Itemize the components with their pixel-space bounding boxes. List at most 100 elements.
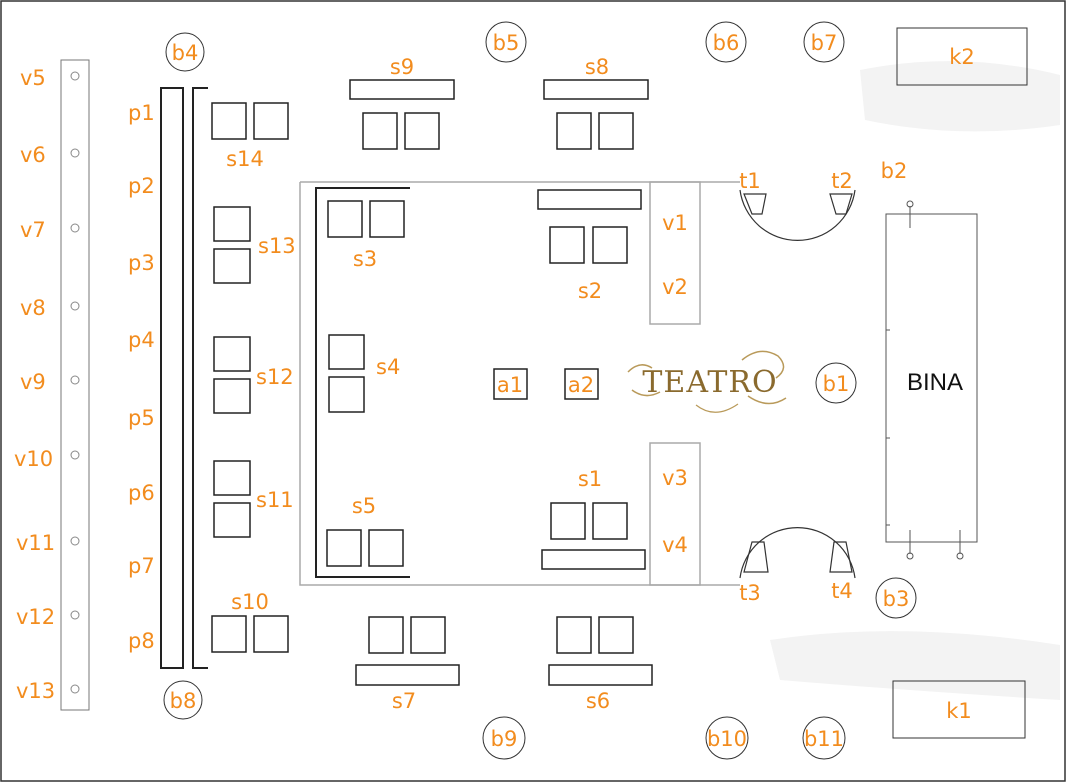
marker-b7: b7 [803,21,845,63]
label-v7: v7 [20,218,46,242]
seat-group-s1[interactable] [550,502,628,540]
step-t1 [743,193,767,215]
label-v4: v4 [662,533,688,557]
seat-group-s5[interactable] [326,529,404,567]
seat-group-s2[interactable] [549,226,628,264]
aisle-block-a1[interactable]: a1 [493,368,528,400]
background-smudge [860,61,1060,132]
label-b6: b6 [713,31,740,55]
label-b3: b3 [883,587,910,611]
label-b4: b4 [172,41,199,65]
table-s7 [355,664,460,686]
table-s2 [537,189,642,210]
label-s4: s4 [376,355,400,379]
label-s11: s11 [256,488,294,512]
seat-group-s11[interactable] [213,460,251,538]
seat-group-s4[interactable] [328,334,365,413]
column-dot [70,148,80,158]
seat-group-s6[interactable] [556,616,634,654]
label-p6: p6 [128,481,155,505]
top-semicircle: t1 t2 [739,169,856,241]
label-v13: v13 [16,679,55,703]
label-p2: p2 [128,174,155,198]
label-s1: s1 [578,467,602,491]
label-s5: s5 [352,494,376,518]
label-p8: p8 [128,629,155,653]
label-t3: t3 [739,581,761,605]
side-bracket [192,87,208,669]
label-p4: p4 [128,328,155,352]
label-s6: s6 [586,689,610,713]
label-v2: v2 [662,275,688,299]
left-column-dots [70,71,80,694]
label-b8: b8 [170,689,197,713]
left-column-strip [60,59,90,711]
label-v3: v3 [662,466,688,490]
inner-bracket [315,187,410,578]
label-t1: t1 [739,169,761,193]
marker-b1: b1 [815,362,857,404]
label-p3: p3 [128,251,155,275]
teatro-logo: TEATRO [627,350,787,413]
label-b10: b10 [707,727,747,751]
column-dot [70,375,80,385]
long-bar [160,87,184,669]
label-v11: v11 [16,531,55,555]
label-k1: k1 [946,699,972,723]
label-b9: b9 [491,727,518,751]
label-p5: p5 [128,406,155,430]
label-b5: b5 [493,31,520,55]
aisle-block-a2[interactable]: a2 [564,368,599,400]
marker-b6: b6 [705,21,747,63]
marker-b3: b3 [875,577,917,619]
stage-bina: BINA [885,200,978,560]
label-v8: v8 [20,296,46,320]
p-labels: p1 p2 p3 p4 p5 p6 p7 p8 [128,101,155,653]
seat-group-s13[interactable] [213,206,251,284]
seat-group-s3[interactable] [327,200,405,238]
seat-group-s14[interactable] [211,102,289,140]
column-dot [70,301,80,311]
label-v12: v12 [16,605,55,629]
label-a2: a2 [568,373,594,397]
marker-b11: b11 [802,716,846,760]
seat-group-s9[interactable] [362,112,440,150]
label-s3: s3 [353,247,377,271]
label-p7: p7 [128,554,155,578]
table-s9 [349,79,455,100]
label-s2: s2 [578,279,602,303]
stage-label: BINA [907,369,963,396]
label-b11: b11 [804,727,844,751]
step-t4 [829,541,853,573]
label-p1: p1 [128,101,155,125]
seat-group-s12[interactable] [213,336,251,414]
column-dot [70,223,80,233]
label-s13: s13 [258,234,296,258]
label-t2: t2 [831,169,853,193]
label-k2: k2 [949,45,975,69]
left-column-labels: v5 v6 v7 v8 v9 v10 v11 v12 v13 [14,66,55,703]
label-b7: b7 [811,31,838,55]
marker-b4: b4 [165,32,205,72]
label-v10: v10 [14,447,53,471]
label-s8: s8 [585,55,609,79]
label-v9: v9 [20,370,46,394]
label-b2: b2 [881,159,908,183]
column-dot [70,610,80,620]
entrance-k2: k2 [896,27,1028,86]
background-smudge [770,631,1060,700]
label-v6: v6 [20,143,46,167]
seat-group-s8[interactable] [556,112,634,150]
label-s14: s14 [226,147,264,171]
marker-b5: b5 [485,21,527,63]
label-s10: s10 [231,590,269,614]
label-s7: s7 [392,689,416,713]
seat-group-s7[interactable] [368,616,446,654]
label-s9: s9 [390,55,414,79]
label-b1: b1 [823,372,850,396]
label-a1: a1 [497,373,523,397]
seat-group-s10[interactable] [211,615,289,653]
table-s6 [548,664,653,686]
